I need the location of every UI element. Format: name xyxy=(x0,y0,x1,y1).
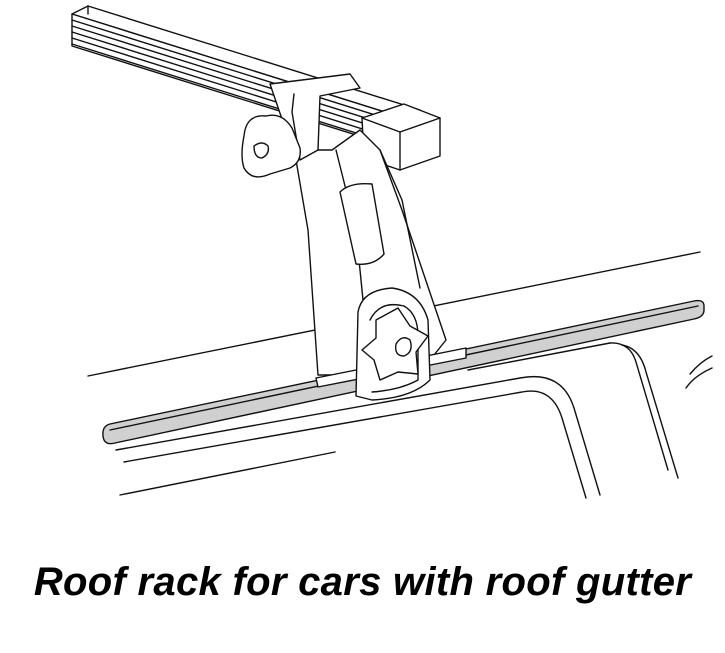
roof-rack-illustration xyxy=(71,5,713,499)
car-window-frame xyxy=(115,342,713,499)
lower-knob xyxy=(361,307,429,381)
caption: Roof rack for cars with roof gutter xyxy=(33,560,692,604)
upper-knob xyxy=(241,114,301,178)
